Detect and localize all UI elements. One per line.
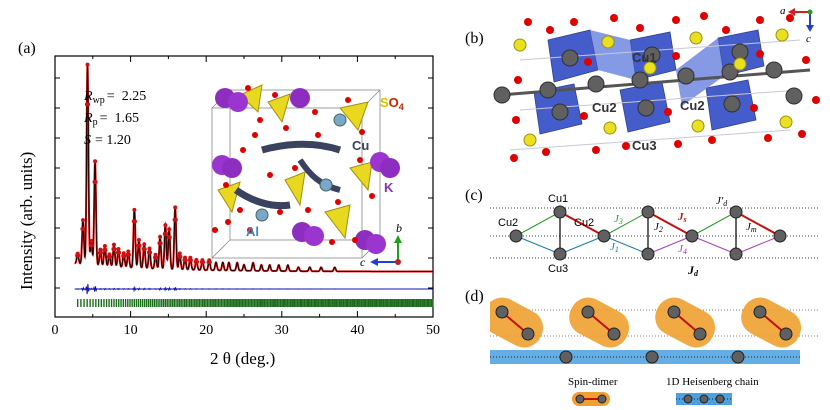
observed-point [137,243,142,248]
observed-point [142,247,147,252]
observed-point [201,260,206,265]
difference-curve [74,283,433,295]
j3-label: J3 [614,213,623,226]
observed-point [147,246,152,251]
legend-dimer-label: Spin-dimer [568,376,618,388]
x-tick-label: 20 [199,323,213,338]
j4-label: J4 [678,243,687,256]
observed-point [112,247,117,252]
observed-point [86,102,91,107]
axis-a-label: a [780,5,786,17]
observed-point [207,260,212,265]
observed-point [126,252,131,257]
c-cu2b-label: Cu2 [574,217,594,229]
observed-point [132,207,137,212]
observed-point [142,242,147,247]
observed-point [178,254,183,259]
al-label: Al [246,224,259,239]
exchange-diagram: Cu1 Cu2 Cu2 Cu3 J3 Js J2 Jm J1 J4 J′d Jd [490,193,820,278]
y-axis-label: Intensity (arb. units) [17,152,36,290]
observed-point [81,226,86,231]
c-cu1-label: Cu1 [548,193,568,205]
rwp-stat: Rwp= 2.25 [83,89,146,106]
observed-point [148,250,153,255]
dimer-chain-diagram: Spin-dimer 1D Heisenberg chain [490,297,820,406]
crystal-structure-inset: SO4 Cu K Al b c [211,84,404,269]
observed-point [158,234,163,239]
observed-point [158,241,163,246]
rp-stat: Rp= 1.65 [83,111,139,128]
cu1-label: Cu1 [632,50,657,65]
panel-label-c: (c) [465,187,483,204]
observed-point [80,218,85,223]
js-label: Js [677,211,687,224]
observed-point [89,243,94,248]
observed-point [122,254,127,259]
observed-point [163,223,168,228]
observed-point [177,251,182,256]
observed-point [188,258,193,263]
panel-label-b: (b) [465,30,484,47]
observed-point [108,254,113,259]
observed-point [111,242,116,247]
structure-b: Cu1 Cu2 Cu2 Cu3 a c [493,5,820,162]
axis-c-label-b: c [806,33,811,45]
jd-label: Jd [687,263,699,278]
observed-point [183,258,188,263]
observed-point [85,62,90,67]
c-cu2a-label: Cu2 [498,217,518,229]
cu3-label: Cu3 [632,138,657,153]
jm-label: Jm [746,221,757,234]
observed-point [194,259,199,264]
x-tick-label: 30 [275,323,289,338]
so4-label: SO4 [380,95,404,112]
legend-chain-label: 1D Heisenberg chain [666,376,759,388]
axis-c-label: c [360,255,366,269]
observed-point [167,227,172,232]
c-cu3-label: Cu3 [548,263,568,275]
x-tick-label: 50 [426,323,440,338]
observed-point [102,244,107,249]
observed-point [103,248,108,253]
panel-label-d: (d) [465,288,484,305]
observed-point [126,249,131,254]
observed-point [98,247,103,252]
observed-point [89,238,94,243]
cu-label: Cu [352,138,369,153]
observed-point [116,246,121,251]
observed-point [173,205,178,210]
x-tick-label: 40 [350,323,364,338]
cu2-right-label: Cu2 [680,98,705,113]
j1-label: J1 [610,241,619,254]
observed-point [173,217,178,222]
observed-point [163,231,168,236]
j2-label: J2 [654,221,663,234]
observed-point [117,250,122,255]
panel-label-a: (a) [18,40,36,57]
observed-point [167,235,172,240]
axis-b-label: b [396,221,402,235]
cu2-left-label: Cu2 [592,100,617,115]
x-axis-label: 2 θ (deg.) [210,349,275,368]
s-stat: S= 1.20 [84,133,131,148]
observed-point [76,253,81,258]
observed-point [93,180,98,185]
observed-point [154,255,159,260]
x-tick-label: 0 [52,323,59,338]
k-label: K [384,180,394,195]
x-tick-label: 10 [124,323,138,338]
jd-prime-label: J′d [716,195,728,208]
observed-point [93,159,98,164]
observed-point [98,250,103,255]
observed-point [136,238,141,243]
observed-point [132,219,137,224]
